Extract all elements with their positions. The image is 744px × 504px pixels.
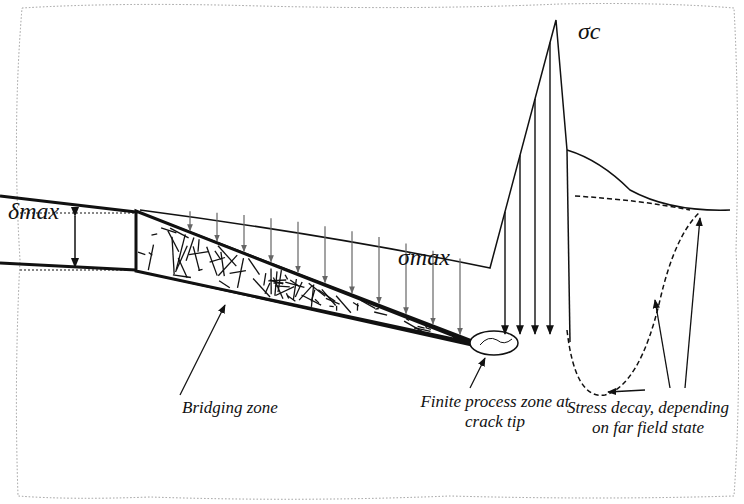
fiber <box>357 303 359 310</box>
fiber <box>322 289 336 305</box>
stress-arrow <box>504 212 505 334</box>
fiber <box>414 327 419 329</box>
stress-arrow <box>519 155 520 334</box>
fiber <box>161 228 176 233</box>
fiber <box>198 239 199 252</box>
fiber <box>148 245 153 271</box>
stress-arrow <box>378 237 379 303</box>
stress-arrow <box>351 231 352 293</box>
fiber <box>238 258 244 288</box>
stress-arrow <box>459 258 460 334</box>
fiber <box>264 273 266 285</box>
fiber <box>138 252 145 255</box>
fiber <box>427 328 431 329</box>
annotation-label: Stress decay, depending on far field sta… <box>560 398 736 437</box>
symbol-label: σmax <box>398 244 450 272</box>
stress-arrow <box>216 213 217 241</box>
fiber <box>302 295 322 305</box>
symbol-label: σc <box>578 18 601 46</box>
fiber <box>248 258 259 274</box>
fiber <box>178 258 187 278</box>
fiber <box>375 308 379 310</box>
fiber <box>406 319 409 321</box>
fiber <box>374 312 387 315</box>
fiber <box>219 281 230 288</box>
symbol-label: δmax <box>8 198 59 226</box>
fiber <box>274 282 284 284</box>
fiber <box>418 326 425 328</box>
stress-arrow <box>324 226 325 282</box>
fiber <box>152 234 158 235</box>
fiber <box>286 293 288 298</box>
fiber <box>215 251 221 260</box>
fiber <box>253 279 270 298</box>
fiber <box>336 306 337 311</box>
annotation-label: Finite process zone at crack tip <box>410 392 580 431</box>
annotation-label: Bridging zone <box>150 398 310 418</box>
fiber <box>311 285 313 307</box>
fiber <box>170 228 189 238</box>
fiber <box>186 238 194 261</box>
fiber <box>218 246 236 266</box>
fiber <box>221 252 224 276</box>
fiber <box>404 321 422 331</box>
fiber <box>270 268 272 294</box>
stress-arrow <box>534 99 535 334</box>
fiber <box>290 280 299 286</box>
fiber <box>329 306 333 308</box>
stress-arrow <box>549 43 550 334</box>
stress-arrow <box>297 222 298 272</box>
fiber <box>173 275 191 278</box>
fiber <box>276 287 295 296</box>
stress-arrow <box>189 211 190 231</box>
fiber <box>268 279 286 281</box>
fiber <box>275 271 277 295</box>
fiber <box>189 252 208 255</box>
fiber <box>230 271 246 274</box>
stress-arrow <box>270 218 271 262</box>
fiber <box>168 231 179 252</box>
stress-arrow <box>243 215 244 251</box>
fiber <box>193 246 199 270</box>
fiber <box>361 300 376 308</box>
fiber <box>336 296 351 313</box>
fiber <box>285 275 288 280</box>
